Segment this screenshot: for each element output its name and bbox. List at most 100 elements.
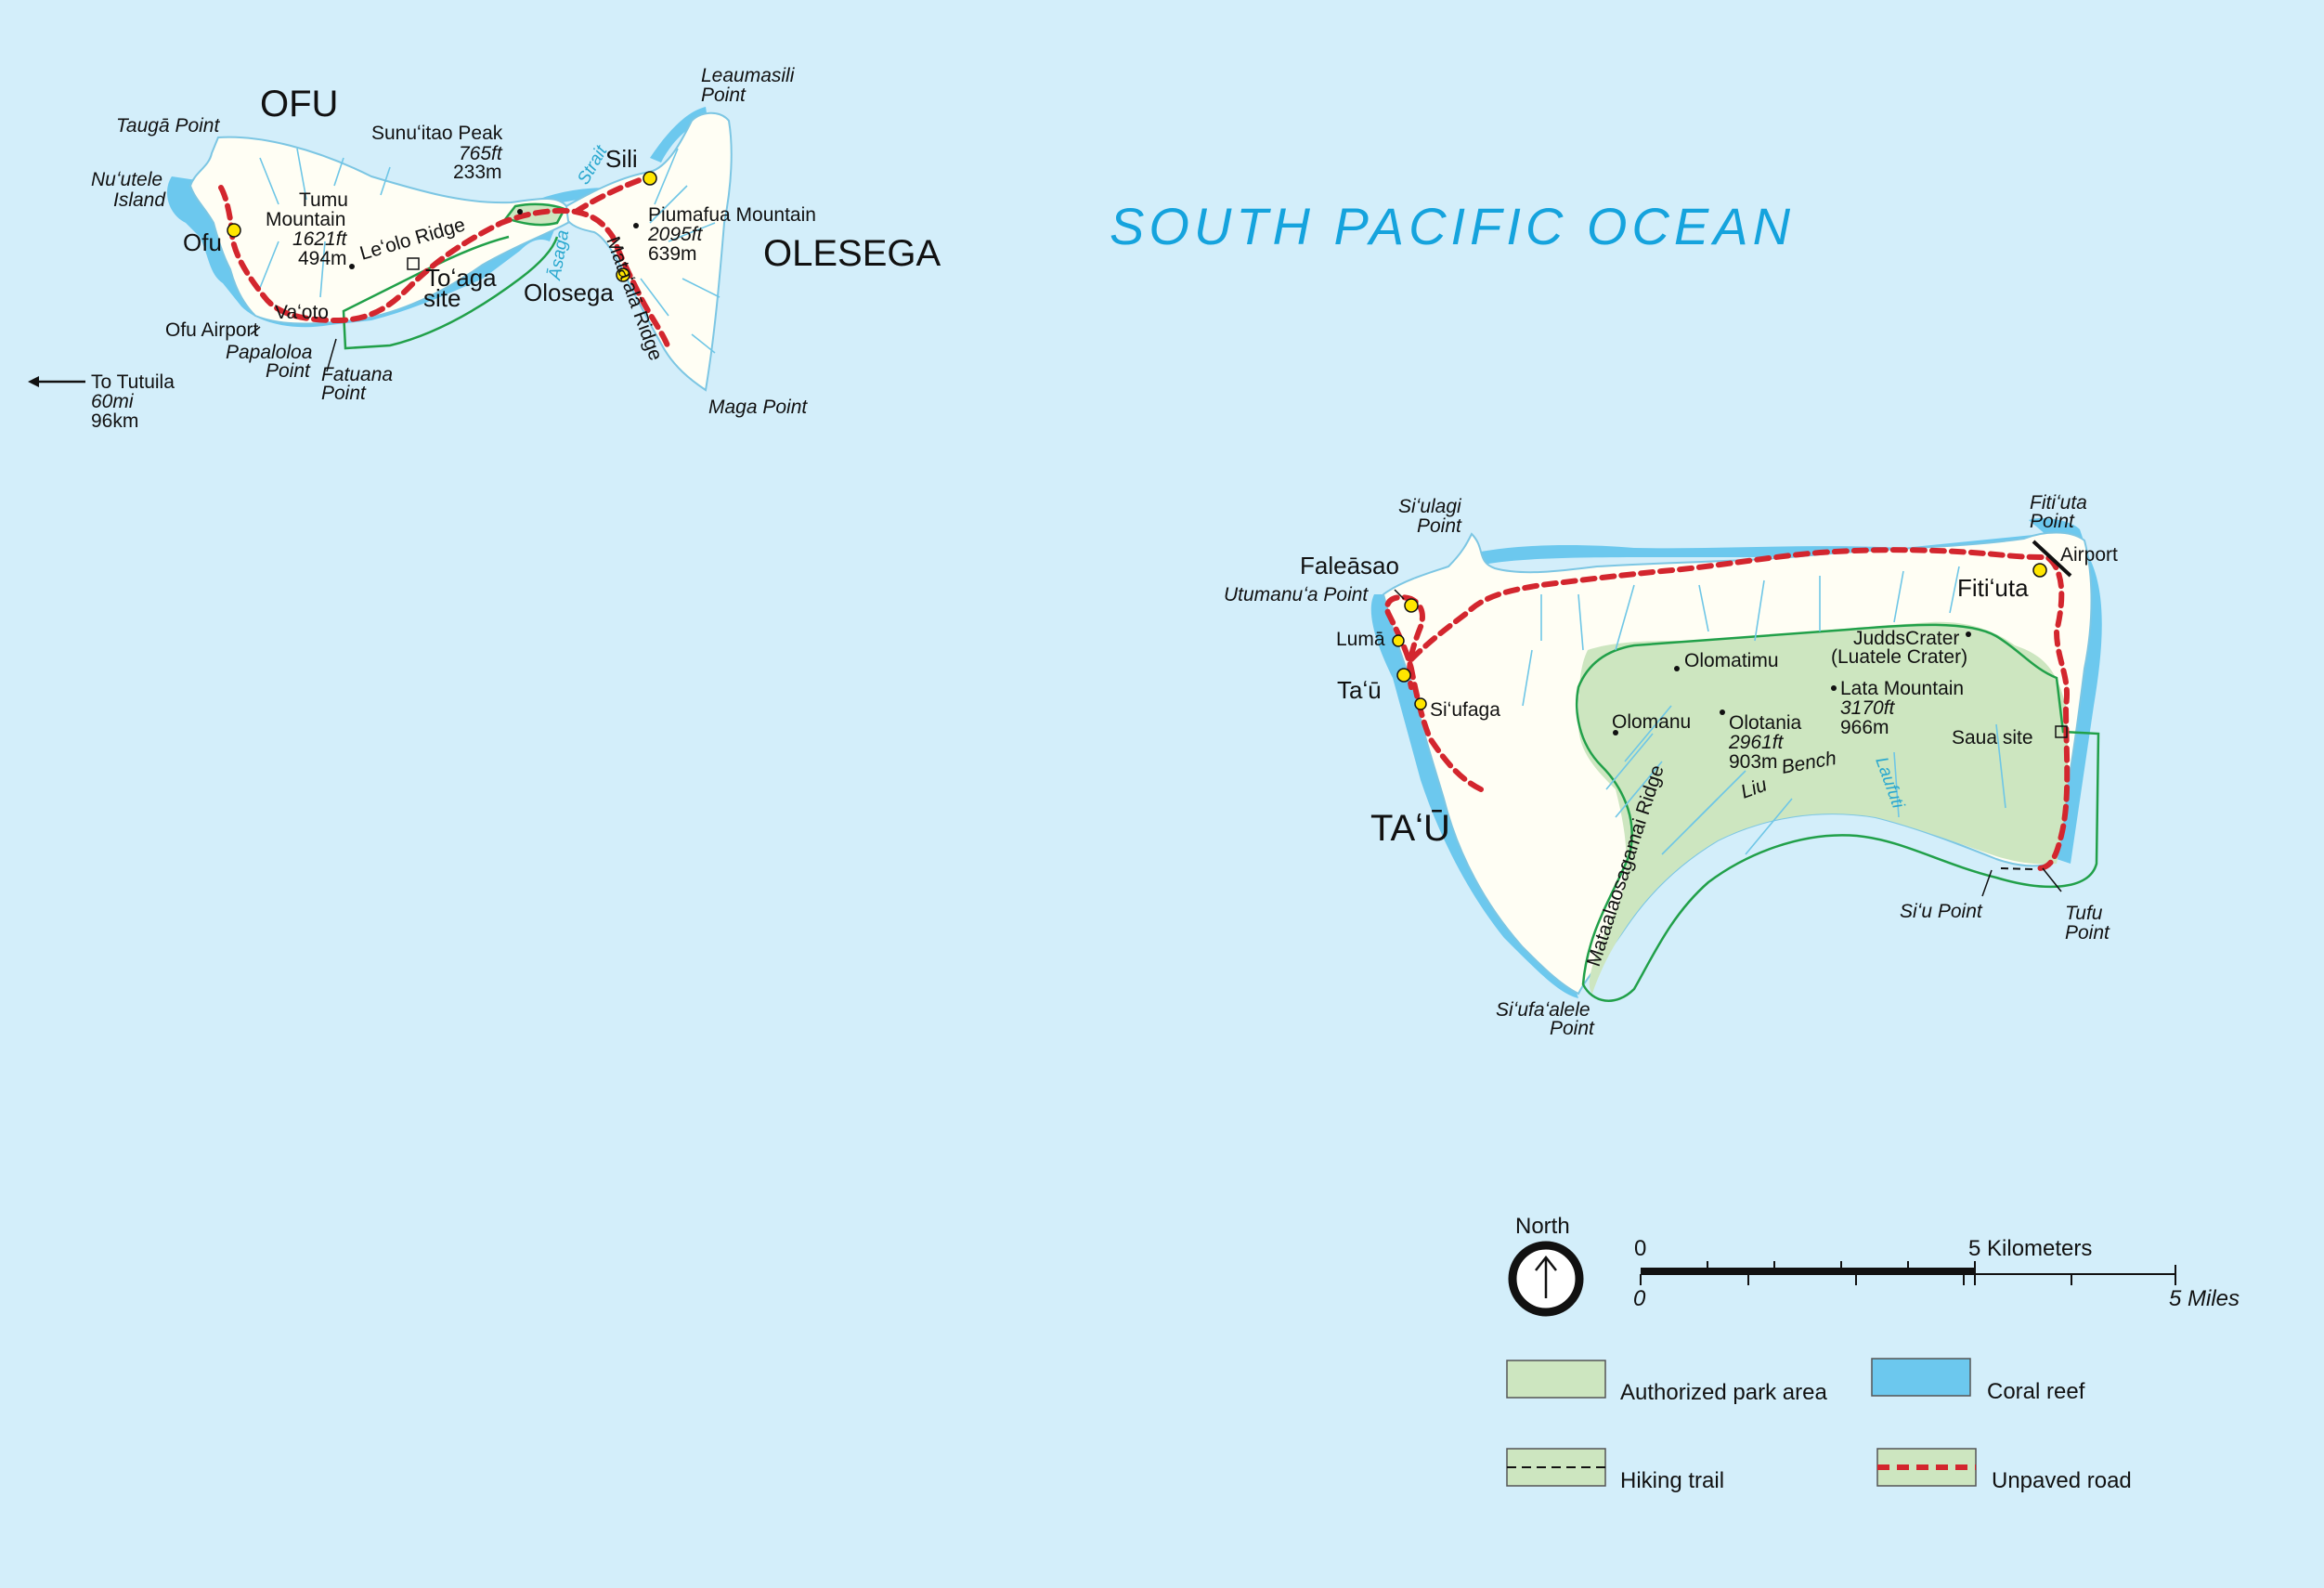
- nuutele-label-2: Island: [113, 189, 166, 211]
- olotania-m: 903m: [1729, 751, 1778, 773]
- tumu-label-2: Mountain: [266, 209, 345, 230]
- lata-ft: 3170ft: [1840, 697, 1896, 719]
- hiking-trail-siu: [2000, 867, 2034, 870]
- sunuitao-ft: 765ft: [459, 143, 503, 164]
- ofu-airport-label: Ofu Airport: [165, 319, 259, 341]
- legend-trail-label: Hiking trail: [1620, 1468, 1724, 1493]
- piumafua-m: 639m: [648, 243, 697, 265]
- airport-runway: [2032, 540, 2072, 578]
- ofu-island: [188, 136, 573, 325]
- saua-site-label: Saua site: [1952, 727, 2033, 748]
- leaumasili-label-2: Point: [701, 85, 747, 106]
- ofu-olesega-streams: [259, 148, 721, 354]
- tufu-point-label: Tufu: [2065, 903, 2103, 924]
- sunuitao-peak-dot: [517, 209, 523, 215]
- luma-label: Lumā: [1336, 629, 1385, 650]
- to-tutuila-km: 96km: [91, 410, 138, 432]
- legend: Authorized park area Coral reef Hiking t…: [1506, 1358, 2132, 1493]
- olomanu-label: Olomanu: [1612, 711, 1691, 733]
- utumanua-label: Utumanuʻa Point: [1224, 584, 1369, 605]
- legend-park-swatch: [1506, 1360, 1606, 1399]
- judds-crater-label-2: (Luatele Crater): [1831, 646, 1967, 668]
- piumafua-ft: 2095ft: [647, 224, 704, 245]
- tumu-label: Tumu: [299, 189, 348, 211]
- to-tutuila-label: To Tutuila: [91, 371, 175, 393]
- north-label: North: [1515, 1214, 1570, 1239]
- scale-km-zero: 0: [1634, 1236, 1646, 1261]
- legend-reef-swatch: [1871, 1358, 1971, 1397]
- olotania-label: Olotania: [1729, 712, 1802, 734]
- judds-crater-dot: [1966, 631, 1971, 637]
- ocean-label: SOUTH PACIFIC OCEAN: [1110, 197, 1795, 255]
- village-sili: [643, 171, 657, 186]
- legend-road-label: Unpaved road: [1992, 1468, 2132, 1493]
- piumafua-peak-dot: [633, 223, 639, 228]
- olotania-peak-dot: [1720, 709, 1725, 715]
- scale-km-label: 5 Kilometers: [1968, 1236, 2092, 1261]
- olomanu-peak-dot: [1613, 730, 1618, 735]
- papaloloa-label-2: Point: [266, 360, 311, 382]
- lata-m: 966m: [1840, 717, 1889, 738]
- olesega-label: OLESEGA: [763, 233, 941, 274]
- fatuana-label-2: Point: [321, 383, 367, 404]
- tau-label: TAʻŪ: [1370, 808, 1450, 849]
- olesega-road: [573, 174, 653, 215]
- maga-point-label: Maga Point: [708, 397, 808, 418]
- olomatimu-peak-dot: [1674, 666, 1680, 671]
- scale-mi-label: 5 Miles: [2169, 1286, 2240, 1311]
- tufu-point-label-2: Point: [2065, 922, 2110, 944]
- fatuana-label: Fatuana: [321, 364, 393, 385]
- toaga-label-2: site: [423, 284, 461, 312]
- ofu-road: [218, 185, 671, 351]
- peak-markers: [349, 209, 1971, 735]
- ofu-park-boundary: [342, 235, 559, 350]
- tau-town-label: Taʻū: [1337, 676, 1382, 704]
- villages: [227, 171, 2047, 710]
- olesega-island: [565, 111, 733, 392]
- village-ofu: [227, 223, 241, 238]
- to-tutuila-arrow: [28, 376, 85, 387]
- siufaalele-label-2: Point: [1550, 1018, 1595, 1039]
- sili-label: Sili: [605, 145, 638, 173]
- siulagi-label-2: Point: [1417, 515, 1462, 537]
- north-arrow: North: [1508, 1214, 1584, 1317]
- tumu-ft: 1621ft: [292, 228, 348, 250]
- to-tutuila-mi: 60mi: [91, 391, 135, 412]
- fitiuta-town-label: Fitiʻuta: [1957, 574, 2029, 602]
- tau-streams: [1522, 566, 2006, 855]
- piumafua-label: Piumafua Mountain: [648, 204, 816, 226]
- leaumasili-label: Leaumasili: [701, 65, 796, 86]
- toaga-label: Toʻaga: [425, 264, 497, 292]
- tau-road: [1384, 547, 2071, 871]
- nuutele-label: Nuʻutele: [91, 169, 162, 190]
- olotania-ft: 2961ft: [1728, 732, 1785, 753]
- tau-park-boundary: [1576, 623, 2100, 1002]
- tumu-peak-dot: [349, 264, 355, 269]
- fitiuta-point-label: Fitiʻuta: [2030, 492, 2087, 514]
- legend-park-label: Authorized park area: [1620, 1380, 1827, 1405]
- tau-park-area: [1578, 621, 2068, 994]
- legend-reef-label: Coral reef: [1987, 1379, 2085, 1404]
- olomatimu-label: Olomatimu: [1684, 650, 1779, 671]
- tumu-m: 494m: [298, 248, 347, 269]
- scale-bar: 0 5 Kilometers 0 5 Miles: [1633, 1236, 2240, 1311]
- olosega-town-label: Olosega: [524, 279, 614, 306]
- village-fitiuta: [2032, 563, 2047, 578]
- vaoto-label: Vaʻoto: [275, 302, 329, 323]
- siufaalele-label: Siʻufaʻalele: [1496, 999, 1590, 1021]
- leader-lines: [250, 326, 2062, 897]
- ofu-label: OFU: [260, 84, 338, 124]
- airport-label: Airport: [2060, 544, 2118, 566]
- scale-mi-zero: 0: [1633, 1286, 1646, 1311]
- tauga-point-label: Taugā Point: [116, 115, 220, 137]
- lata-label: Lata Mountain: [1840, 678, 1964, 699]
- village-faleasao: [1404, 598, 1419, 613]
- village-olosega: [616, 267, 630, 282]
- village-luma: [1392, 634, 1405, 647]
- siu-point-label: Siʻu Point: [1900, 901, 1983, 922]
- siulagi-label: Siʻulagi: [1398, 496, 1462, 517]
- unpaved-roads: [218, 174, 2071, 871]
- siufaga-label: Siʻufaga: [1430, 699, 1500, 721]
- village-siufaga: [1414, 697, 1427, 710]
